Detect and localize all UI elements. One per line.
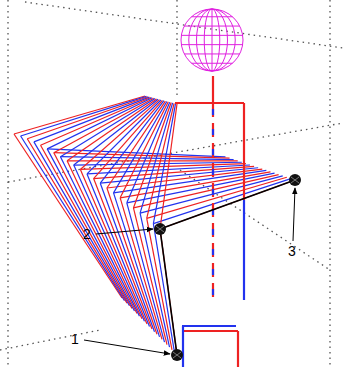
trajectory-line bbox=[153, 104, 175, 224]
sphere-meridian bbox=[212, 9, 213, 71]
trajectory-line bbox=[74, 99, 158, 165]
trajectory-line bbox=[133, 175, 278, 208]
sphere-meridian bbox=[197, 9, 228, 71]
trajectory-line bbox=[153, 179, 291, 224]
trajectory-line bbox=[60, 99, 155, 157]
leader-lines bbox=[84, 188, 295, 354]
trajectory-line bbox=[67, 160, 238, 161]
markers bbox=[154, 174, 301, 361]
trajectory-line bbox=[14, 134, 122, 298]
segment-lines bbox=[160, 180, 295, 355]
trajectory-line bbox=[107, 188, 157, 334]
trajectory-line bbox=[147, 177, 287, 218]
callout-number: 1 bbox=[71, 332, 79, 346]
trajectory-line bbox=[54, 98, 154, 153]
trajectory-line bbox=[100, 101, 164, 183]
sphere-meridian bbox=[189, 9, 236, 71]
trajectory-line bbox=[60, 157, 233, 160]
sphere-meridian bbox=[204, 9, 220, 71]
trajectory-line bbox=[114, 193, 160, 337]
arm-trajectories bbox=[14, 96, 295, 355]
trajectory-line bbox=[160, 180, 295, 229]
trajectory-line bbox=[147, 103, 174, 218]
trajectory-line bbox=[114, 101, 167, 192]
trajectory-line bbox=[160, 229, 177, 355]
callout-number: 2 bbox=[83, 227, 91, 241]
trajectory-line bbox=[47, 98, 152, 149]
sphere-outline bbox=[181, 9, 243, 71]
trajectory-line bbox=[153, 224, 174, 353]
trajectory-line bbox=[140, 103, 173, 213]
trajectory-line bbox=[27, 139, 127, 303]
trajectory-line bbox=[127, 102, 170, 203]
callout-number: 3 bbox=[288, 244, 296, 258]
body-figure bbox=[175, 76, 244, 367]
head-sphere bbox=[181, 9, 243, 71]
trajectory-line bbox=[127, 173, 275, 203]
trajectory-line bbox=[160, 104, 177, 229]
